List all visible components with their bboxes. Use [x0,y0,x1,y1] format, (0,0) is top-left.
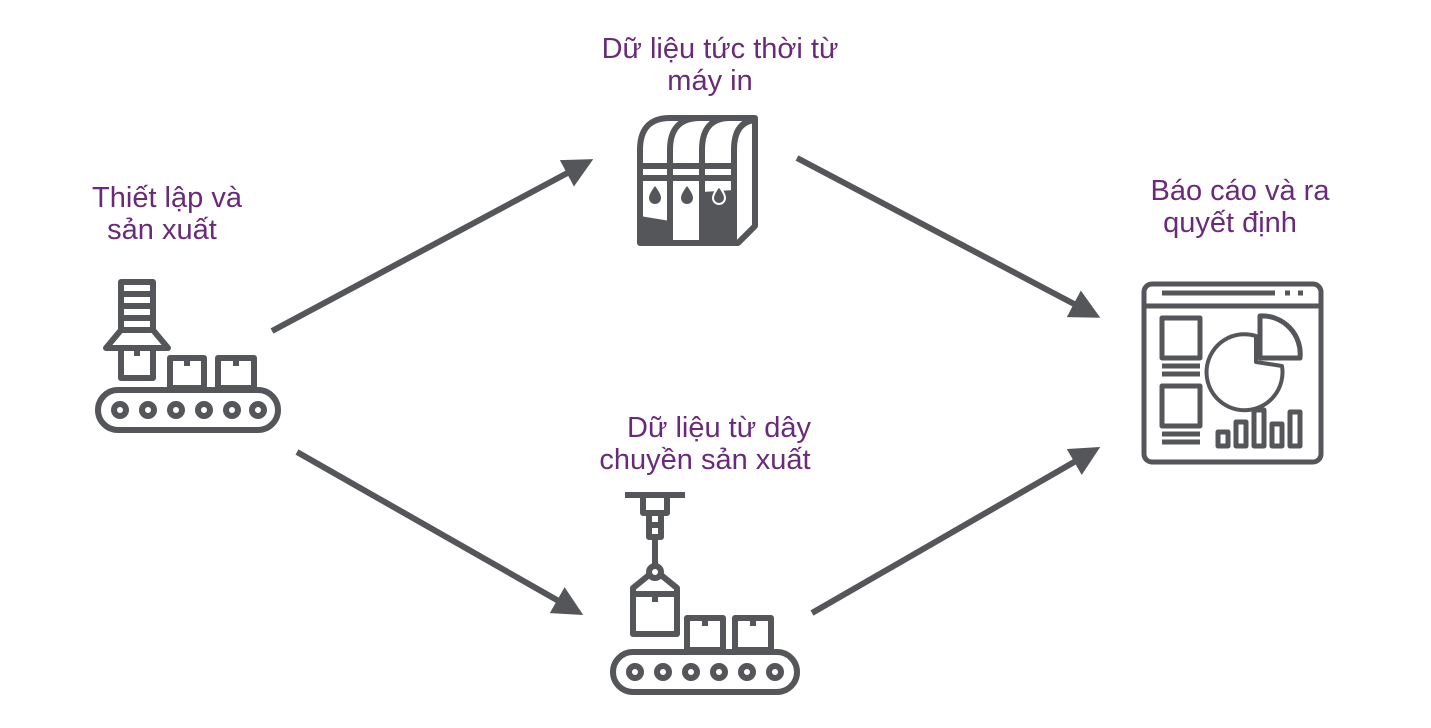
label-line: Dữ liệu từ dây chuyền sản xuất [570,412,840,476]
arrow-line-to-report [810,447,1101,616]
label-line-line-2: chuyền sản xuất [599,444,811,476]
label-report-line-1: Báo cáo và ra [1150,175,1330,207]
arrow-setup-to-line [295,449,584,615]
label-setup-line-2: sản xuất [107,214,217,246]
label-report-line-2: quyết định [1163,207,1297,239]
label-printer-line-1: Dữ liệu tức thời từ [601,33,839,65]
label-line-line-1: Dữ liệu từ dây [627,412,811,444]
arrow-setup-to-printer [270,159,594,334]
label-setup: Thiết lập và sản xuất [82,182,252,246]
dashboard-report-icon [1141,281,1324,465]
label-printer: Dữ liệu tức thời từ máy in [570,33,870,97]
ink-cartridge-printer-icon [637,115,758,246]
arrow-printer-to-report [795,155,1101,318]
production-line-loader-icon [95,279,281,433]
label-setup-line-1: Thiết lập và [92,182,242,214]
robotic-arm-conveyor-icon [610,492,800,695]
label-report: Báo cáo và ra quyết định [1130,175,1350,239]
label-printer-line-2: máy in [667,65,753,97]
